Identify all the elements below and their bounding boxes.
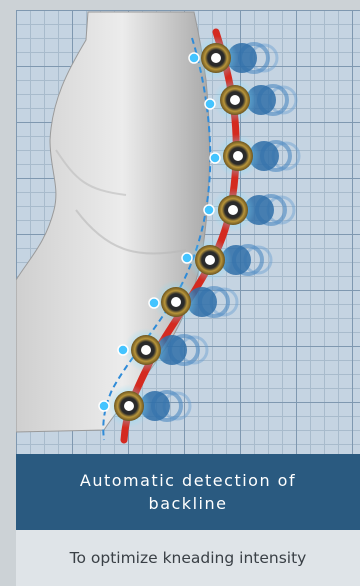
caption-subtitle: To optimize kneading intensity bbox=[16, 530, 360, 586]
human-torso-figure bbox=[16, 12, 210, 432]
caption-band: Automatic detection of backline bbox=[16, 454, 360, 530]
illustration-canvas bbox=[16, 10, 360, 454]
caption-title: Automatic detection of backline bbox=[53, 469, 323, 515]
backline-illustration bbox=[16, 10, 360, 454]
